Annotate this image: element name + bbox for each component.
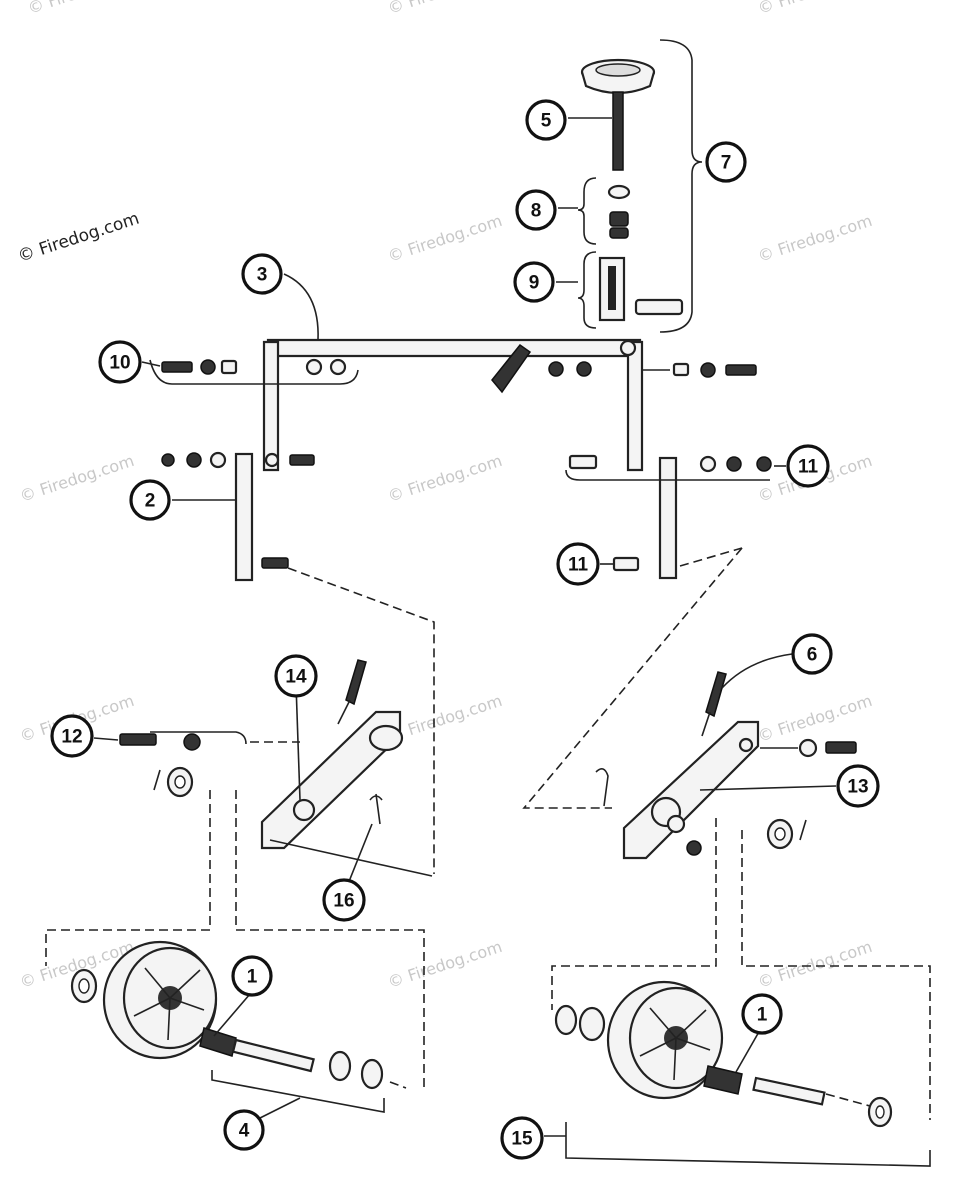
callout-13: 13	[836, 764, 880, 808]
watermark: © Firedog.com	[25, 0, 144, 18]
callout-1-right: 1	[741, 993, 783, 1035]
left-bolt-12	[119, 731, 300, 751]
callout-9: 9	[513, 261, 555, 303]
svg-text:12: 12	[61, 727, 82, 748]
watermark: © Firedog.com	[385, 211, 504, 266]
callout-5: 5	[525, 99, 567, 141]
dash-left-wheel-a	[45, 790, 211, 966]
svg-text:14: 14	[285, 667, 307, 688]
svg-text:16: 16	[333, 891, 354, 912]
right-bolt	[760, 738, 857, 758]
svg-text:13: 13	[847, 777, 868, 798]
callout-6: 6	[791, 633, 833, 675]
svg-text:5: 5	[541, 111, 552, 132]
dash-right-wheel-b	[741, 830, 931, 1120]
leader-lines	[93, 117, 837, 1137]
callout-12: 12	[50, 714, 94, 758]
brace-7	[659, 39, 703, 333]
callout-16: 16	[322, 878, 366, 922]
callout-14: 14	[274, 654, 318, 698]
dash-left-link	[287, 567, 435, 874]
left-washer	[153, 766, 194, 798]
watermark: © Firedog.com	[385, 937, 504, 992]
svg-text:8: 8	[531, 201, 542, 222]
svg-text:4: 4	[239, 1121, 250, 1142]
watermark: © Firedog.com	[385, 451, 504, 506]
callout-11-bottom: 11	[556, 542, 600, 586]
cross-bar	[262, 338, 644, 472]
callout-4: 4	[223, 1109, 265, 1151]
watermark: © Firedog.com	[385, 691, 504, 746]
svg-text:11: 11	[798, 457, 819, 478]
washers-nut	[607, 184, 631, 239]
svg-text:7: 7	[721, 153, 732, 174]
callout-1-left: 1	[231, 955, 273, 997]
svg-text:2: 2	[145, 491, 156, 512]
callout-15: 15	[500, 1116, 544, 1160]
svg-text:1: 1	[757, 1005, 768, 1026]
right-washer	[766, 818, 807, 850]
callout-7: 7	[705, 141, 747, 183]
svg-text:6: 6	[807, 645, 818, 666]
watermark: © Firedog.com	[755, 691, 874, 746]
dash-right-link	[522, 547, 743, 809]
right-pivot-arm	[595, 671, 760, 860]
left-pivot-arm	[260, 659, 433, 877]
brace-9	[577, 251, 597, 329]
left-bracket	[161, 451, 315, 582]
hardware-right-top	[548, 361, 757, 378]
brace-8	[577, 177, 597, 245]
svg-text:9: 9	[529, 273, 540, 294]
svg-text:10: 10	[109, 353, 130, 374]
callout-3: 3	[241, 253, 283, 295]
height-adjust-knob	[580, 58, 656, 171]
watermark: © Firedog.com	[755, 937, 874, 992]
svg-text:3: 3	[257, 265, 268, 286]
watermark: © Firedog.com	[385, 0, 504, 18]
dash-left-wheel-b	[235, 790, 425, 1090]
callout-11-top: 11	[786, 444, 830, 488]
watermark: © Firedog.com	[17, 451, 136, 506]
hardware-10	[149, 358, 359, 385]
watermark: © Firedog.com	[755, 0, 874, 18]
callout-2: 2	[129, 479, 171, 521]
bracket-15	[565, 1122, 931, 1167]
watermark: © Firedog.com	[755, 211, 874, 266]
dash-right-wheel-a	[551, 818, 717, 1010]
right-wheel	[554, 980, 893, 1128]
left-wheel	[70, 940, 407, 1090]
svg-text:1: 1	[247, 967, 258, 988]
bracket-4	[211, 1070, 385, 1113]
callout-8: 8	[515, 189, 557, 231]
svg-text:11: 11	[568, 555, 589, 576]
slotted-bracket	[598, 256, 684, 322]
svg-text:15: 15	[511, 1129, 533, 1150]
right-bracket	[565, 454, 772, 580]
copyright-notice: © Firedog.com	[15, 209, 141, 267]
callout-10: 10	[98, 340, 142, 384]
